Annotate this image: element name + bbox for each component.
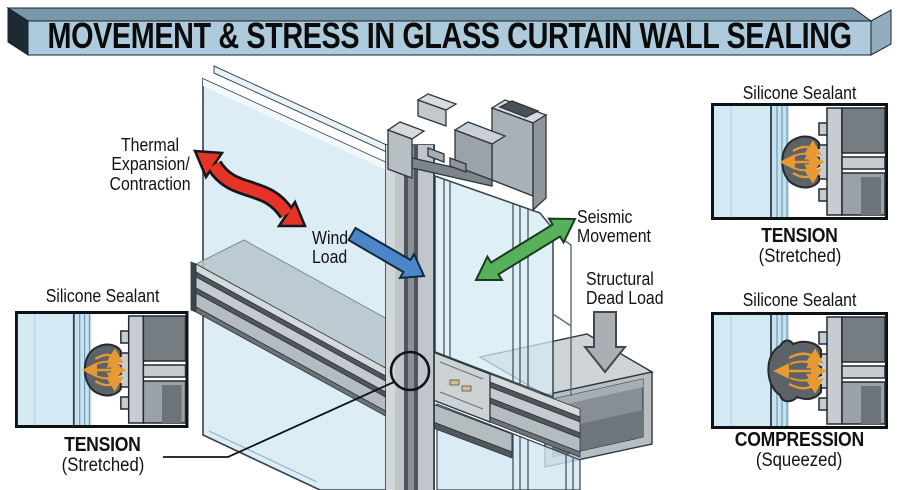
dead-load-arrow-icon: [582, 311, 628, 374]
page-title: MOVEMENT & STRESS IN GLASS CURTAIN WALL …: [28, 15, 871, 56]
wind-load-label: Wind Load: [312, 228, 349, 268]
inset-tension-left: [14, 311, 189, 428]
thermal-arrow-icon: [193, 149, 307, 228]
seismic-label: Seismic Movement: [577, 207, 651, 247]
inset-tension-top-right: [711, 103, 888, 220]
wind-load-arrow-icon: [347, 226, 426, 280]
leader-line: [163, 381, 395, 458]
inset-left-subcaption: (Stretched): [61, 455, 144, 476]
dead-load-label: Structural Dead Load: [586, 269, 664, 309]
inset-top-right-caption: TENSION: [761, 225, 838, 247]
inset-compression-bottom-right: [711, 312, 888, 429]
silicone-sealant-blob-compression: [768, 340, 821, 401]
detail-callout-circle: [389, 350, 431, 392]
inset-bottom-right-subcaption: (Squeezed): [756, 450, 843, 471]
inset-bottom-right-caption: COMPRESSION: [734, 429, 865, 451]
silicone-sealant-blob-tension: [85, 344, 121, 395]
transom-rail-left: [190, 261, 392, 420]
transom-rail-right: [432, 351, 581, 459]
mullion: [385, 144, 435, 490]
movement-arrows: [193, 149, 628, 374]
inset-bottom-right-label: Silicone Sealant: [742, 290, 857, 310]
inset-left-label: Silicone Sealant: [45, 286, 160, 306]
thermal-label: Thermal Expansion/ Contraction: [109, 135, 192, 194]
inset-left-caption: TENSION: [64, 434, 141, 456]
mullion-cutaway-profile: [386, 93, 548, 212]
page-title-text: MOVEMENT & STRESS IN GLASS CURTAIN WALL …: [47, 15, 852, 56]
inset-top-right-label: Silicone Sealant: [742, 83, 857, 103]
seismic-arrow-icon: [474, 217, 577, 281]
curtain-wall-illustration: [163, 65, 654, 490]
silicone-sealant-blob-tension: [782, 136, 819, 187]
inset-top-right-subcaption: (Stretched): [758, 246, 841, 267]
title-banner: [6, 7, 892, 56]
